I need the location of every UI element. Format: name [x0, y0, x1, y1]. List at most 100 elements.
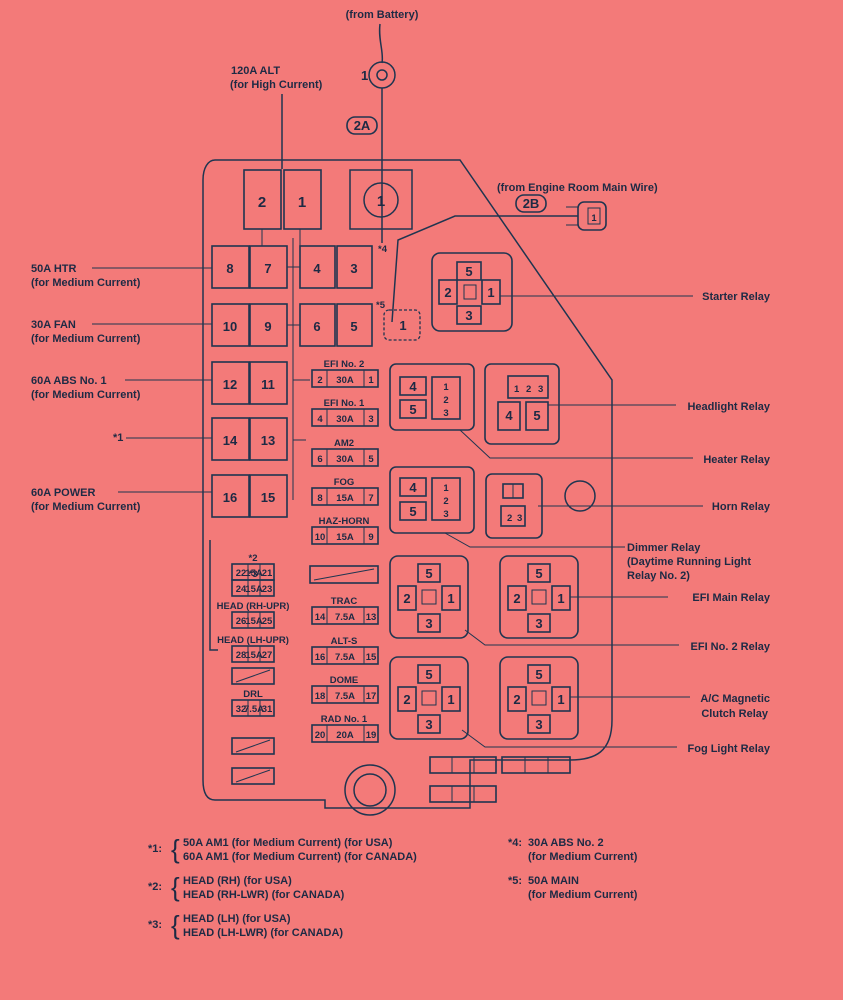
svg-text:13: 13 — [261, 433, 275, 448]
label-efi-no2-relay: EFI No. 2 Relay — [691, 641, 771, 653]
svg-text:7: 7 — [368, 493, 373, 504]
svg-text:RAD No. 1: RAD No. 1 — [321, 714, 368, 725]
svg-text:4: 4 — [409, 480, 417, 495]
svg-text:(for Medium Current): (for Medium Current) — [31, 389, 141, 401]
svg-text:2: 2 — [513, 692, 520, 707]
svg-text:3: 3 — [443, 408, 448, 419]
svg-text:5: 5 — [533, 408, 540, 423]
svg-text:(for Medium Current): (for Medium Current) — [31, 333, 141, 345]
svg-text:*2: *2 — [249, 553, 258, 564]
svg-text:4: 4 — [313, 261, 321, 276]
svg-text:2: 2 — [444, 285, 451, 300]
svg-text:31: 31 — [262, 704, 273, 715]
svg-text:*1: *1 — [113, 432, 123, 444]
svg-text:HEAD (LH) (for USA): HEAD (LH) (for USA) — [183, 913, 291, 925]
horn-relay: 2 3 — [485, 473, 543, 539]
svg-text:1: 1 — [298, 194, 306, 211]
svg-text:20A: 20A — [336, 730, 354, 741]
svg-text:30A ABS No. 2: 30A ABS No. 2 — [528, 837, 604, 849]
svg-text:50A MAIN: 50A MAIN — [528, 875, 579, 887]
footnote-4: *4: 30A ABS No. 2 (for Medium Current) — [508, 837, 638, 863]
svg-text:3: 3 — [350, 261, 357, 276]
svg-text:HEAD (RH-LWR) (for CANADA): HEAD (RH-LWR) (for CANADA) — [183, 889, 345, 901]
fuse-50a-main: 6 5 — [299, 303, 373, 347]
svg-text:5: 5 — [465, 264, 472, 279]
label-ac-relay-2: Clutch Relay — [701, 708, 769, 720]
svg-text:3: 3 — [425, 616, 432, 631]
tag-2a: 2A — [346, 116, 378, 135]
svg-text:{: { — [171, 910, 180, 940]
svg-text:(for Medium Current): (for Medium Current) — [31, 501, 141, 513]
svg-text:FOG: FOG — [334, 477, 355, 488]
svg-text:*4:: *4: — [508, 837, 522, 849]
footnote-1: *1: { 50A AM1 (for Medium Current) (for … — [148, 834, 417, 864]
svg-text:HEAD (RH) (for USA): HEAD (RH) (for USA) — [183, 875, 292, 887]
svg-text:1: 1 — [514, 384, 520, 395]
svg-text:HAZ-HORN: HAZ-HORN — [319, 516, 370, 527]
svg-text:24: 24 — [236, 584, 247, 595]
star5-label: *5 — [376, 300, 386, 311]
svg-text:1: 1 — [447, 591, 454, 606]
svg-text:14: 14 — [315, 612, 326, 623]
svg-text:1: 1 — [447, 692, 454, 707]
svg-text:3: 3 — [443, 509, 448, 520]
svg-text:2: 2 — [507, 513, 512, 524]
label-headlight-relay: Headlight Relay — [687, 401, 770, 413]
svg-text:15A: 15A — [245, 568, 263, 579]
svg-text:6: 6 — [313, 319, 320, 334]
fuse-30a-fan: 10 9 — [211, 303, 288, 347]
svg-text:5: 5 — [535, 566, 542, 581]
label-30a-fan: 30A FAN (for Medium Current) — [31, 319, 141, 345]
svg-text:10: 10 — [315, 532, 326, 543]
svg-text:3: 3 — [538, 384, 543, 395]
svg-text:3: 3 — [535, 616, 542, 631]
label-ac-relay-1: A/C Magnetic — [700, 693, 770, 705]
svg-text:3: 3 — [465, 308, 472, 323]
svg-text:2: 2 — [317, 375, 322, 386]
svg-text:EFI No. 2: EFI No. 2 — [324, 359, 365, 370]
svg-text:19: 19 — [366, 730, 377, 741]
svg-text:3: 3 — [517, 513, 522, 524]
svg-text:60A POWER: 60A POWER — [31, 487, 95, 499]
footnote-3: *3: { HEAD (LH) (for USA) HEAD (LH-LWR) … — [148, 910, 343, 940]
bottom-slots — [429, 756, 571, 803]
fuse-60a-power: 16 15 — [211, 474, 288, 518]
svg-text:(for Medium Current): (for Medium Current) — [31, 277, 141, 289]
svg-text:8: 8 — [226, 261, 233, 276]
svg-text:16: 16 — [223, 490, 237, 505]
svg-text:14: 14 — [223, 433, 238, 448]
svg-text:27: 27 — [262, 650, 273, 661]
svg-text:8: 8 — [317, 493, 322, 504]
svg-text:1: 1 — [443, 483, 449, 494]
svg-text:4: 4 — [317, 414, 323, 425]
mount-hole-bottom — [344, 764, 396, 816]
label-starter-relay: Starter Relay — [702, 291, 771, 303]
alt-120-sub-label: (for High Current) — [230, 79, 323, 91]
svg-text:1: 1 — [399, 318, 406, 333]
svg-text:5: 5 — [409, 504, 416, 519]
svg-text:2B: 2B — [523, 196, 540, 211]
svg-text:9: 9 — [264, 319, 271, 334]
svg-text:1: 1 — [557, 591, 564, 606]
svg-text:2: 2 — [258, 194, 266, 211]
svg-text:5: 5 — [350, 319, 357, 334]
svg-text:1: 1 — [377, 193, 385, 210]
svg-text:7.5A: 7.5A — [244, 704, 264, 715]
svg-text:6: 6 — [317, 454, 322, 465]
fuse-abs-no2: 4 3 — [299, 245, 373, 289]
svg-text:15A: 15A — [245, 650, 263, 661]
fuse-box-outline — [202, 159, 613, 809]
spare-slot-mid — [309, 565, 379, 584]
svg-text:4: 4 — [409, 379, 417, 394]
svg-text:3: 3 — [535, 717, 542, 732]
svg-text:1: 1 — [487, 285, 494, 300]
svg-text:DOME: DOME — [330, 675, 359, 686]
